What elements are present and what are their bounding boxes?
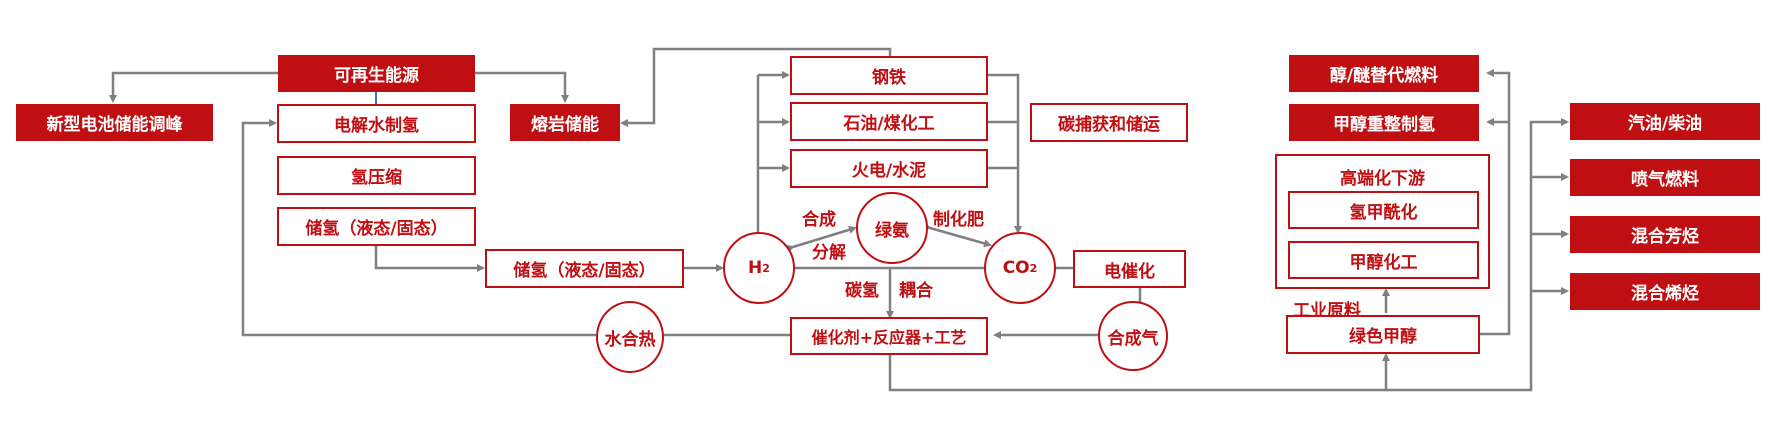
edge-storage1-storage2 [374, 242, 485, 272]
edge-reactor-methanol [888, 353, 1390, 392]
node-label-sub: 2 [762, 261, 770, 275]
node-label: 石油/煤化工 [843, 114, 935, 134]
node-label: 汽油/柴油 [1627, 114, 1703, 134]
edge-label-synthesis: 合成 [802, 210, 836, 230]
node-power-cement: 火电/水泥 [790, 149, 988, 188]
node-label: 绿色甲醇 [1349, 327, 1417, 347]
node-label: 碳捕获和储运 [1058, 115, 1160, 135]
node-hydroformylation: 氢甲酰化 [1288, 191, 1479, 229]
node-label: 醇/醚替代燃料 [1329, 66, 1439, 86]
edge-methanol-fuels [1480, 69, 1511, 336]
node-electrolysis: 电解水制氢 [277, 104, 476, 143]
node-label: 合成气 [1107, 328, 1159, 349]
node-alcohol-ether-fuel: 醇/醚替代燃料 [1289, 55, 1479, 92]
node-gasoline-diesel: 汽油/柴油 [1570, 103, 1760, 140]
node-syngas: 合成气 [1098, 301, 1168, 371]
node-label: 可再生能源 [334, 66, 419, 86]
node-label: 火电/水泥 [851, 161, 927, 181]
node-label: 甲醇化工 [1349, 252, 1418, 273]
node-label: 电催化 [1104, 261, 1155, 282]
node-mixed-olefins: 混合烯烃 [1570, 273, 1760, 310]
node-label: 储氢（液态/固态） [305, 219, 448, 239]
edge-label-coupling: 耦合 [899, 281, 933, 301]
node-label: CO [1002, 258, 1030, 278]
edge-label-fertilizer: 制化肥 [933, 210, 984, 230]
node-label: 钢铁 [872, 68, 906, 88]
node-label: 混合烯烃 [1631, 284, 1699, 304]
node-steel: 钢铁 [790, 56, 988, 95]
node-green-ammonia: 绿氨 [856, 192, 928, 264]
edge-bus-fuels [1386, 118, 1569, 392]
node-catalyst-reactor-process: 催化剂+反应器+工艺 [790, 317, 988, 355]
edge-ammonia-co2 [923, 222, 992, 248]
node-label: 电解水制氢 [334, 116, 419, 136]
node-methanol-chemicals: 甲醇化工 [1288, 241, 1479, 279]
edge-industries-co2 [988, 73, 1022, 234]
node-label: 甲醇重整制氢 [1333, 115, 1435, 135]
node-green-methanol: 绿色甲醇 [1286, 315, 1480, 354]
node-label: 催化剂+反应器+工艺 [811, 328, 967, 347]
node-label: 新型电池储能调峰 [46, 115, 183, 135]
node-molten-salt-storage: 熔岩储能 [510, 104, 620, 141]
node-petro-coal: 石油/煤化工 [790, 102, 988, 141]
edge-renewable-molten [475, 71, 569, 103]
edge-h2-ammonia [786, 225, 857, 253]
node-mixed-aromatics: 混合芳烃 [1570, 216, 1760, 253]
group-title: 高端化下游 [1340, 169, 1425, 189]
node-label: 水合热 [604, 329, 656, 350]
edge-label-carbon-hydrogen: 碳氢 [845, 281, 879, 301]
node-renewable-energy: 可再生能源 [278, 55, 475, 92]
node-label-sub: 2 [1029, 261, 1038, 275]
node-label: 混合芳烃 [1631, 227, 1699, 247]
node-electrocatalysis: 电催化 [1073, 250, 1186, 288]
node-label: 氢甲酰化 [1349, 202, 1418, 223]
node-jet-fuel: 喷气燃料 [1570, 159, 1760, 196]
node-label: 熔岩储能 [531, 115, 599, 135]
node-methanol-reforming-h2: 甲醇重整制氢 [1289, 104, 1479, 141]
node-label: 绿氨 [875, 220, 909, 241]
node-battery-storage: 新型电池储能调峰 [16, 104, 213, 141]
edge-label-decomposition: 分解 [812, 243, 846, 263]
node-label: 氢压缩 [351, 168, 402, 188]
node-h2-storage-2: 储氢（液态/固态） [485, 249, 684, 288]
node-label: 储氢（液态/固态） [513, 261, 656, 281]
node-ccus: 碳捕获和储运 [1030, 103, 1188, 142]
node-label: 喷气燃料 [1631, 170, 1699, 190]
node-label: H [748, 258, 763, 278]
edge-renewable-battery [109, 71, 278, 103]
node-hydration-heat: 水合热 [596, 301, 664, 373]
node-h2-compression: 氢压缩 [277, 156, 476, 195]
node-h2-storage-1: 储氢（液态/固态） [277, 207, 476, 246]
edge-steel-molten [620, 47, 892, 127]
